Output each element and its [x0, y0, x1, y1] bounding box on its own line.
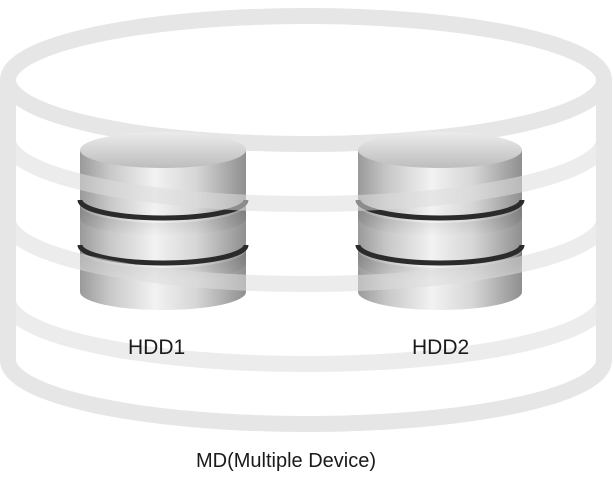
md-container-label: MD(Multiple Device) [196, 450, 377, 472]
hdd1-label: HDD1 [128, 336, 186, 359]
container-cylinder-front [0, 139, 612, 372]
hdd2-label: HDD2 [412, 336, 470, 359]
container-cylinder-bottom [0, 80, 612, 432]
container-cylinder-back [0, 8, 612, 152]
